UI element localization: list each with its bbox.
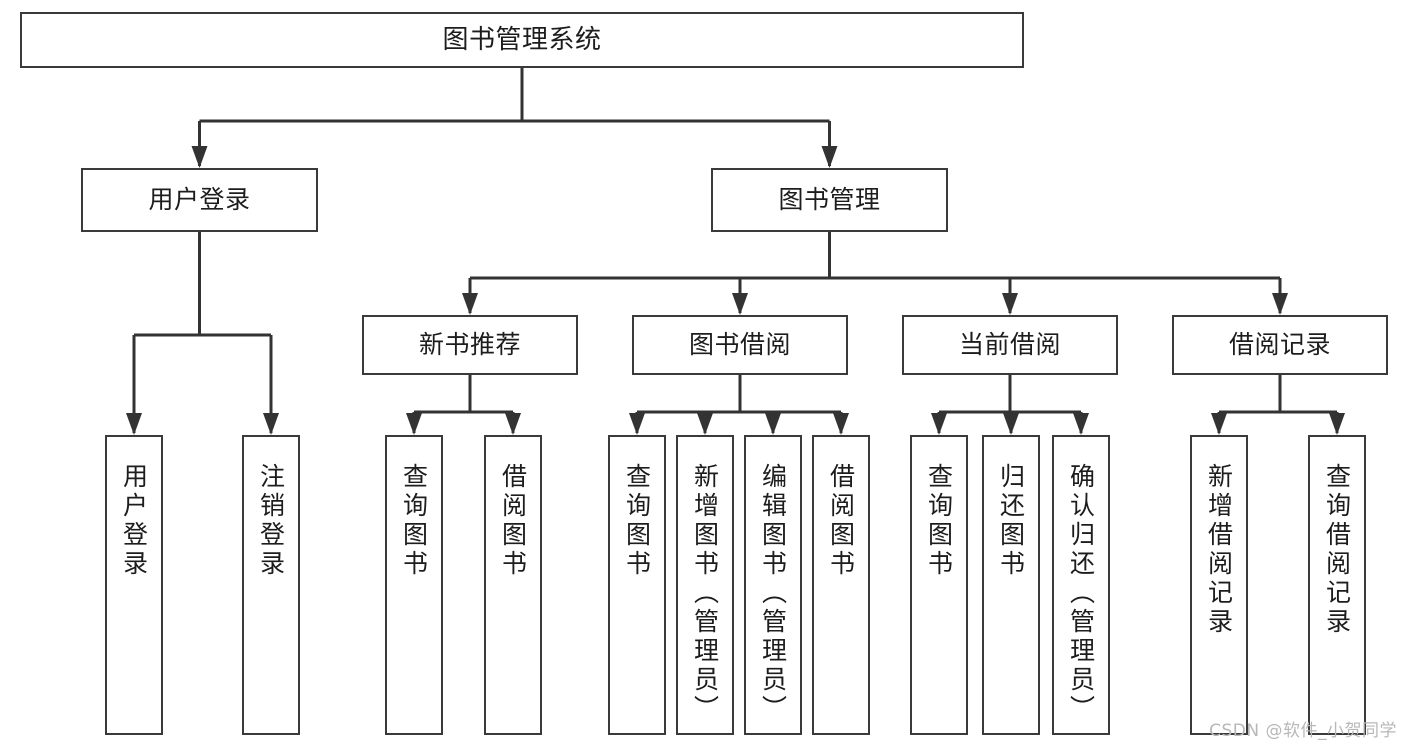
node-leaf-rec-add[interactable]: 新增借阅记录 <box>1190 435 1248 735</box>
node-root[interactable]: 图书管理系统 <box>20 12 1024 68</box>
node-leaf-book-add[interactable]: 新增图书（管理员） <box>676 435 734 735</box>
node-leaf-user-logout[interactable]: 注销登录 <box>242 435 300 735</box>
node-label-leaf-rec-query2: 查询借阅记录 <box>1322 463 1352 637</box>
watermark-text: CSDN @软件_小贺同学 <box>1209 721 1397 741</box>
node-label-leaf-rec-query: 查询图书 <box>399 463 429 579</box>
arrowhead-leaf-cur-query <box>931 413 947 435</box>
node-leaf-user-login[interactable]: 用户登录 <box>105 435 163 735</box>
node-label-user-login: 用户登录 <box>148 185 251 215</box>
node-label-new-book-rec: 新书推荐 <box>418 330 521 360</box>
node-label-leaf-cur-confirm: 确认归还（管理员） <box>1066 463 1096 724</box>
node-leaf-cur-query[interactable]: 查询图书 <box>910 435 968 735</box>
node-leaf-book-edit[interactable]: 编辑图书（管理员） <box>744 435 802 735</box>
node-label-book-borrow: 图书借阅 <box>688 330 791 360</box>
arrowhead-leaf-borrow-query <box>629 413 645 435</box>
arrowhead-current-borrow <box>1002 293 1018 315</box>
node-label-leaf-book-add: 新增图书（管理员） <box>690 463 720 724</box>
arrowhead-leaf-book-add <box>697 413 713 435</box>
arrowhead-leaf-rec-query2 <box>1329 413 1345 435</box>
arrowhead-leaf-rec-add <box>1211 413 1227 435</box>
arrowhead-new-book-rec <box>462 293 478 315</box>
node-leaf-rec-borrow[interactable]: 借阅图书 <box>484 435 542 735</box>
arrowhead-book-borrow <box>732 293 748 315</box>
node-user-login[interactable]: 用户登录 <box>81 168 318 232</box>
node-label-leaf-borrow-query: 查询图书 <box>622 463 652 579</box>
node-book-manage[interactable]: 图书管理 <box>711 168 948 232</box>
node-label-book-manage: 图书管理 <box>778 185 881 215</box>
node-label-leaf-cur-return: 归还图书 <box>996 463 1026 579</box>
node-leaf-rec-query2[interactable]: 查询借阅记录 <box>1308 435 1366 735</box>
arrowhead-leaf-book-edit <box>765 413 781 435</box>
node-leaf-borrow-query[interactable]: 查询图书 <box>608 435 666 735</box>
arrowhead-leaf-user-logout <box>263 413 279 435</box>
node-leaf-cur-return[interactable]: 归还图书 <box>982 435 1040 735</box>
node-leaf-book-borrow[interactable]: 借阅图书 <box>812 435 870 735</box>
node-leaf-cur-confirm[interactable]: 确认归还（管理员） <box>1052 435 1110 735</box>
arrowhead-user-login <box>191 146 208 168</box>
arrowhead-borrow-record <box>1272 293 1288 315</box>
node-leaf-rec-query[interactable]: 查询图书 <box>385 435 443 735</box>
node-label-root: 图书管理系统 <box>442 24 602 55</box>
node-label-leaf-rec-add: 新增借阅记录 <box>1204 463 1234 637</box>
node-label-current-borrow: 当前借阅 <box>958 330 1061 360</box>
node-borrow-record[interactable]: 借阅记录 <box>1172 315 1388 375</box>
node-label-leaf-user-login: 用户登录 <box>119 463 149 579</box>
node-book-borrow[interactable]: 图书借阅 <box>632 315 848 375</box>
arrowhead-leaf-rec-query <box>406 413 422 435</box>
node-label-leaf-rec-borrow: 借阅图书 <box>498 463 528 579</box>
node-label-leaf-cur-query: 查询图书 <box>924 463 954 579</box>
node-label-leaf-book-borrow: 借阅图书 <box>826 463 856 579</box>
node-label-leaf-user-logout: 注销登录 <box>256 463 286 579</box>
arrowhead-leaf-rec-borrow <box>505 413 521 435</box>
node-new-book-rec[interactable]: 新书推荐 <box>362 315 578 375</box>
node-label-leaf-book-edit: 编辑图书（管理员） <box>758 463 788 724</box>
node-label-borrow-record: 借阅记录 <box>1228 330 1331 360</box>
arrowhead-book-manage <box>821 146 838 168</box>
node-current-borrow[interactable]: 当前借阅 <box>902 315 1118 375</box>
arrowhead-leaf-book-borrow <box>833 413 849 435</box>
arrowhead-leaf-cur-confirm <box>1073 413 1089 435</box>
arrowhead-leaf-user-login <box>126 413 142 435</box>
arrowhead-leaf-cur-return <box>1003 413 1019 435</box>
